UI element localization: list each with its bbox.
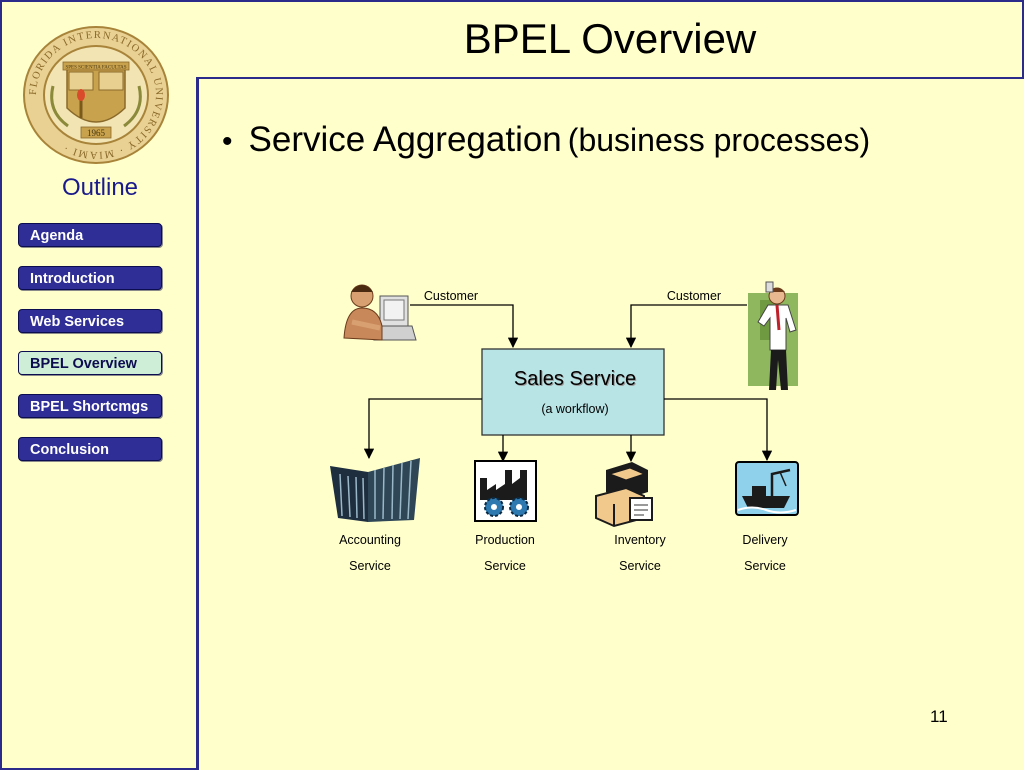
accounting-service-label-line2: Service: [349, 559, 391, 573]
accounting-service-label-line1: Accounting: [339, 533, 401, 547]
slide-number: 11: [930, 707, 948, 726]
nav-item-introduction[interactable]: Introduction: [18, 266, 162, 290]
sales-service-title-shadow: Sales Service: [515, 369, 637, 391]
sales-service-subtitle: (a workflow): [541, 402, 608, 416]
nav-item-bpel-overview[interactable]: BPEL Overview: [18, 351, 162, 375]
fiu-seal-logo: FLORIDA INTERNATIONAL UNIVERSITY · MIAMI…: [23, 26, 169, 164]
inventory-boxes-icon: [595, 462, 653, 528]
customer-right-label: Customer: [667, 289, 721, 303]
production-service-label-line1: Production: [475, 533, 535, 547]
nav-item-agenda[interactable]: Agenda: [18, 223, 162, 247]
title-bar: BPEL Overview: [196, 0, 1024, 79]
bullet-subtext: (business processes): [567, 122, 871, 158]
production-service-label-line2: Service: [484, 559, 526, 573]
factory-gears-icon: [474, 460, 537, 522]
customer-at-computer-icon: [343, 284, 417, 341]
bullet-marker: •: [222, 125, 233, 158]
bullet-point: • Service Aggregation(business processes): [222, 120, 870, 160]
customer-left-label: Customer: [424, 289, 478, 303]
office-building-icon: [330, 458, 420, 522]
delivery-service-label-line2: Service: [744, 559, 786, 573]
nav-item-bpel-shortcomings[interactable]: BPEL Shortcmgs: [18, 394, 162, 418]
nav-item-web-services[interactable]: Web Services: [18, 309, 162, 333]
customer-on-phone-icon: [748, 281, 798, 390]
inventory-service-label-line1: Inventory: [614, 533, 666, 547]
nav-item-conclusion[interactable]: Conclusion: [18, 437, 162, 461]
bullet-text: Service Aggregation: [248, 120, 562, 159]
sidebar: FLORIDA INTERNATIONAL UNIVERSITY · MIAMI…: [0, 0, 199, 770]
sales-service-box: [481, 348, 665, 436]
inventory-service-label-line2: Service: [619, 559, 661, 573]
sales-service-title: Sales Service: [514, 368, 636, 390]
svg-text:1965: 1965: [87, 128, 106, 138]
delivery-service-label-line1: Delivery: [742, 533, 788, 547]
cargo-ship-icon: [735, 461, 799, 516]
svg-text:SPES SCIENTIA FACULTAS: SPES SCIENTIA FACULTAS: [65, 66, 126, 71]
page-title: BPEL Overview: [463, 15, 757, 62]
outline-label: Outline: [61, 174, 139, 201]
